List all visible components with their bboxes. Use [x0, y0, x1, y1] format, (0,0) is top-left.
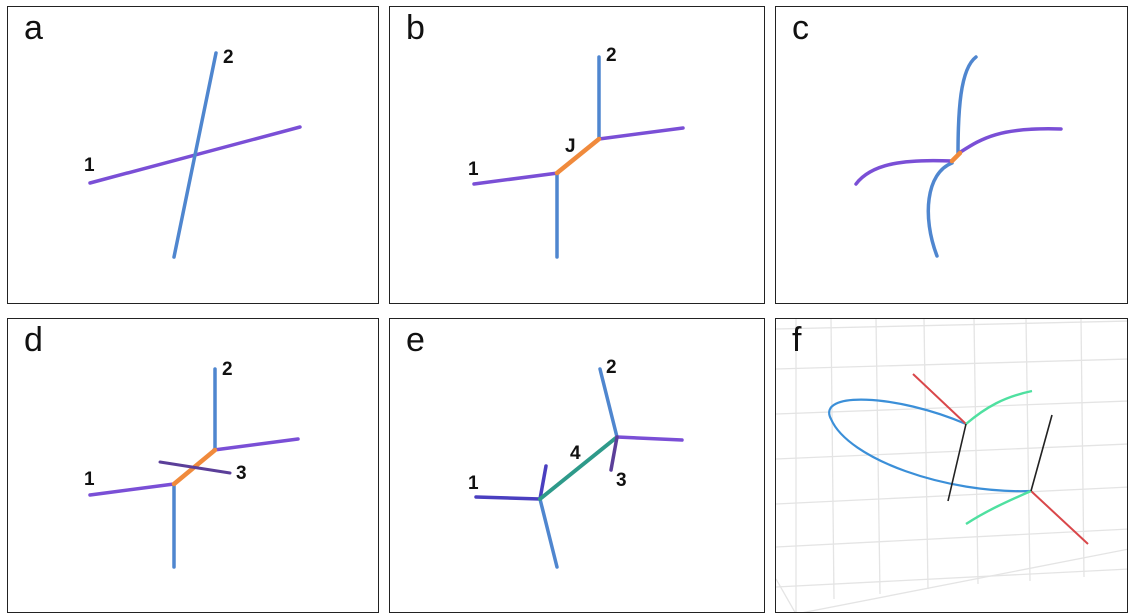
segment-1-left	[88, 482, 176, 497]
label-2: 2	[222, 359, 233, 380]
black-axis-upper	[947, 423, 967, 502]
segment-3-line	[609, 435, 619, 472]
segment-3-line	[158, 460, 232, 475]
panel-letter-c: c	[792, 9, 809, 47]
label-2: 2	[606, 45, 617, 66]
label-1: 1	[468, 159, 479, 180]
curve-2-bottom	[926, 161, 954, 258]
junction-segment	[949, 150, 963, 164]
segment-4-line	[538, 435, 619, 501]
panel-b: b 1 2 J	[389, 6, 765, 304]
segment-1-branch	[538, 497, 559, 569]
segment-2-line	[172, 51, 218, 259]
label-2: 2	[223, 47, 234, 68]
segment-1-stub	[538, 464, 548, 501]
label-3: 3	[616, 470, 627, 491]
curve-2-top	[956, 55, 978, 157]
panel-a: a 1 2	[7, 6, 379, 304]
curve-1-right	[957, 127, 1063, 155]
panel-b-diagram: 1 2 J	[468, 45, 685, 259]
segment-1-left	[472, 171, 560, 186]
panel-e: e 1 2 3 4	[389, 318, 765, 613]
panel-e-diagram: 1 2 3 4	[468, 357, 684, 569]
red-axis-upper	[912, 373, 967, 425]
panel-c: c	[775, 6, 1128, 304]
panel-c-diagram	[854, 55, 1063, 258]
panel-d: d 1 2 3	[7, 318, 379, 613]
label-1: 1	[468, 473, 479, 494]
panel-letter-d: d	[24, 321, 43, 359]
label-1: 1	[84, 155, 95, 176]
segment-1-right	[597, 126, 685, 141]
label-1: 1	[84, 469, 95, 490]
black-axis-lower	[1030, 414, 1053, 492]
label-2: 2	[606, 357, 617, 378]
curve-1-left	[854, 158, 954, 186]
junction-segment	[554, 136, 602, 176]
green-branch-lower	[965, 489, 1032, 526]
panel-letter-f: f	[792, 321, 802, 359]
panel-letter-a: a	[24, 9, 43, 47]
green-branch-upper	[965, 389, 1033, 425]
label-3: 3	[236, 463, 247, 484]
loop-curve	[828, 398, 1032, 493]
perspective-grid	[776, 319, 1127, 612]
segment-2-branch	[615, 435, 684, 442]
segment-1-line	[474, 495, 542, 501]
panel-a-diagram: 1 2	[84, 47, 302, 259]
panel-f: f	[775, 318, 1128, 613]
panel-letter-b: b	[406, 9, 425, 47]
red-axis-lower	[1030, 490, 1089, 545]
label-4: 4	[570, 443, 581, 464]
label-j: J	[565, 136, 576, 157]
panel-d-diagram: 1 2 3	[84, 359, 300, 569]
panel-letter-e: e	[406, 321, 425, 359]
panel-f-diagram	[776, 319, 1127, 612]
segment-2-line	[598, 367, 619, 439]
segment-1-right	[212, 437, 300, 452]
